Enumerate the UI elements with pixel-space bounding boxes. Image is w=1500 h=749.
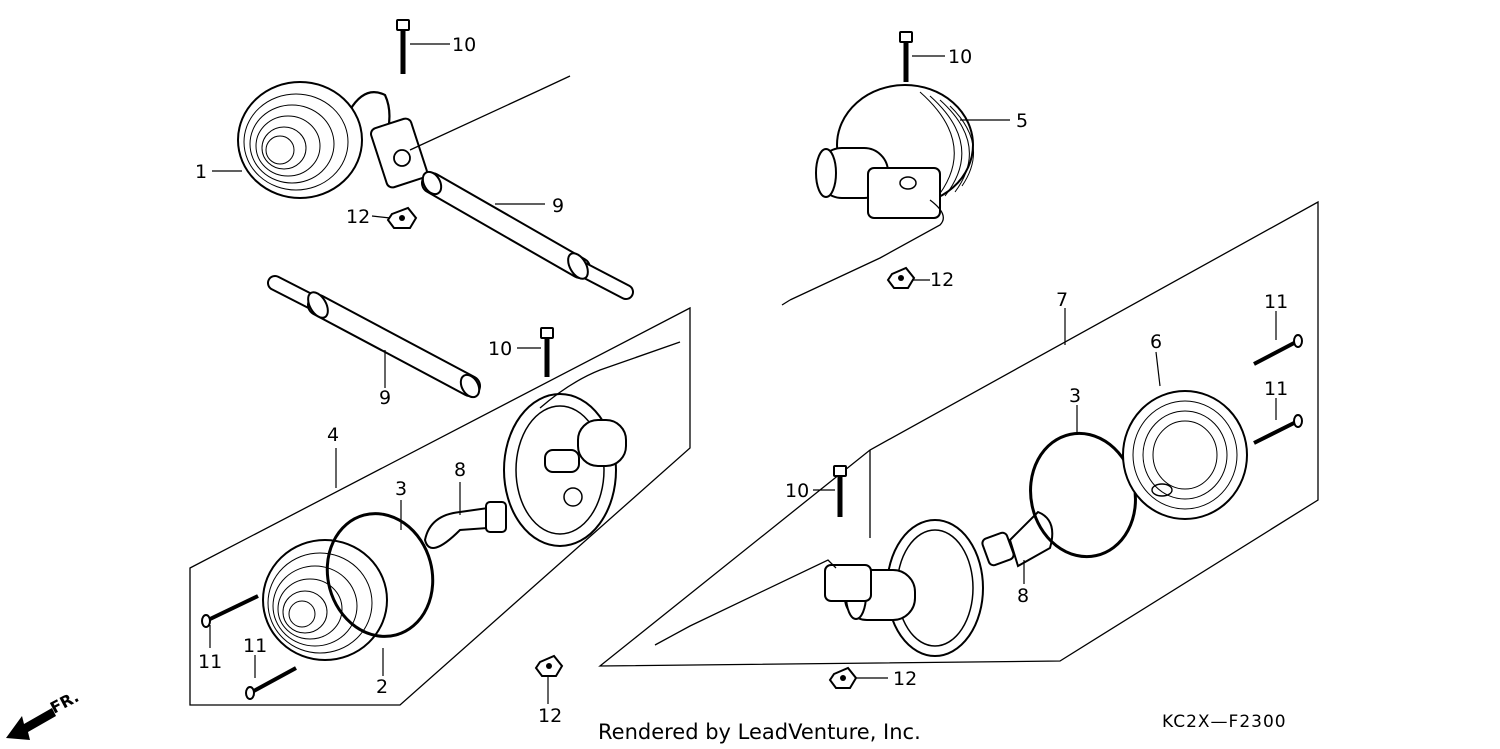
callout-10-a: 10	[452, 34, 476, 56]
callout-12-c: 12	[538, 705, 562, 727]
screw-11-c	[1253, 334, 1303, 366]
bulb-8-right	[981, 510, 1054, 568]
callout-11-c: 11	[1264, 291, 1288, 313]
screw-11-b	[245, 666, 297, 700]
diagram-code: KC2X—F2300	[1162, 712, 1287, 732]
screw-11-a	[201, 594, 259, 628]
render-credit: Rendered by LeadVenture, Inc.	[598, 720, 921, 744]
nut-12-d	[828, 666, 858, 689]
nut-12-c	[534, 654, 564, 677]
turn-signal-5	[781, 84, 975, 306]
lens-2	[262, 539, 388, 661]
mounting-stay-9-lower	[267, 275, 481, 399]
callout-12-d: 12	[893, 668, 917, 690]
callout-10-b: 10	[948, 46, 972, 68]
bolt-10-b	[899, 31, 913, 82]
callout-11-d: 11	[1264, 378, 1288, 400]
gasket-3-left	[325, 512, 435, 638]
callout-1: 1	[195, 161, 207, 183]
case-7	[654, 519, 984, 657]
callout-8-b: 8	[1017, 585, 1029, 607]
callout-12-a: 12	[346, 206, 370, 228]
callout-10-c: 10	[488, 338, 512, 360]
callout-8-a: 8	[454, 459, 466, 481]
callout-9-b: 9	[379, 387, 391, 409]
nut-12-b	[886, 266, 916, 289]
callout-11-a: 11	[198, 651, 222, 673]
callout-3-b: 3	[1069, 385, 1081, 407]
callout-4: 4	[327, 424, 339, 446]
callout-10-d: 10	[785, 480, 809, 502]
callout-11-b: 11	[243, 635, 267, 657]
callout-7: 7	[1056, 289, 1068, 311]
leader-lines	[209, 43, 1277, 704]
assembly-4-outline	[189, 306, 691, 706]
lens-6	[1122, 390, 1248, 520]
callout-12-b: 12	[930, 269, 954, 291]
case-4	[503, 341, 681, 547]
callout-6: 6	[1150, 331, 1162, 353]
mounting-stay-9-upper	[421, 170, 634, 300]
nut-12-a	[386, 206, 418, 229]
callout-3-a: 3	[395, 478, 407, 500]
callout-9-a: 9	[552, 195, 564, 217]
bolt-10-d	[833, 465, 847, 517]
bulb-8-left	[423, 501, 507, 549]
assembly-7-outline	[598, 200, 1319, 667]
callout-2: 2	[376, 676, 388, 698]
turn-signal-1	[237, 75, 571, 199]
front-direction-arrow: FR.	[6, 687, 82, 740]
bolt-10-c	[540, 327, 554, 377]
callout-5: 5	[1016, 110, 1028, 132]
bolt-10-a	[396, 19, 410, 74]
screw-11-d	[1253, 414, 1303, 445]
